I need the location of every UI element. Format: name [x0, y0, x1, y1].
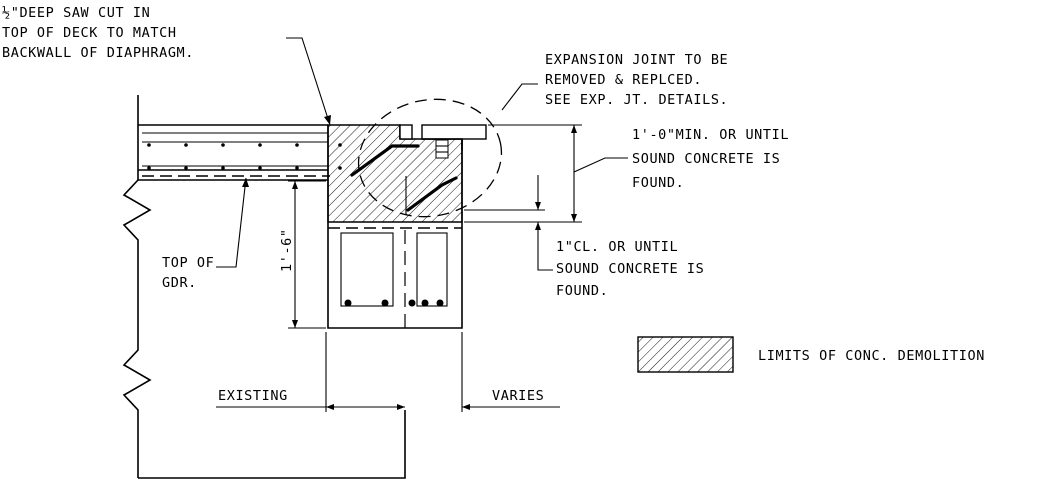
- dimension-existing: [216, 332, 560, 412]
- note-top-of-girder: TOP OF GDR.: [162, 255, 214, 291]
- expansion-joint: [350, 124, 487, 215]
- note-min-depth: 1'-0"MIN. OR UNTIL SOUND CONCRETE IS FOU…: [632, 127, 789, 191]
- dimension-existing-label: EXISTING: [218, 388, 288, 404]
- note-top-of-girder-line-1: TOP OF: [162, 255, 214, 271]
- dimension-varies-label: VARIES: [492, 388, 544, 404]
- note-top-of-girder-line-2: GDR.: [162, 275, 197, 291]
- note-saw-cut: ½"DEEP SAW CUT IN TOP OF DECK TO MATCH B…: [2, 5, 194, 61]
- diaphragm: [327, 125, 463, 330]
- note-expansion-joint-line-1: EXPANSION JOINT TO BE: [545, 52, 728, 68]
- dimension-height-label: 1'-6": [279, 228, 295, 272]
- note-clearance-line-1: 1"CL. OR UNTIL: [556, 239, 678, 255]
- legend-label: LIMITS OF CONC. DEMOLITION: [758, 348, 985, 364]
- note-saw-cut-line-2: TOP OF DECK TO MATCH: [2, 25, 177, 41]
- legend: LIMITS OF CONC. DEMOLITION: [637, 336, 985, 373]
- note-min-depth-line-1: 1'-0"MIN. OR UNTIL: [632, 127, 789, 143]
- note-expansion-joint-line-3: SEE EXP. JT. DETAILS.: [545, 92, 728, 108]
- dimension-clearance: [464, 175, 553, 271]
- leader-top-of-girder: [216, 177, 249, 268]
- note-expansion-joint-line-2: REMOVED & REPLCED.: [545, 72, 702, 88]
- note-clearance: 1"CL. OR UNTIL SOUND CONCRETE IS FOUND.: [556, 239, 704, 299]
- note-expansion-joint: EXPANSION JOINT TO BE REMOVED & REPLCED.…: [545, 52, 728, 108]
- note-clearance-line-3: FOUND.: [556, 283, 608, 299]
- legend-hatch-swatch: [637, 336, 734, 373]
- deck-slab: [138, 124, 330, 181]
- note-saw-cut-line-1: ½"DEEP SAW CUT IN: [2, 5, 150, 21]
- detail-callout-ellipse: [357, 98, 503, 218]
- leader-expansion-joint: [501, 83, 538, 111]
- dimension-height: [288, 180, 326, 329]
- dimension-min-depth: [488, 124, 628, 223]
- note-min-depth-line-3: FOUND.: [632, 175, 684, 191]
- note-clearance-line-2: SOUND CONCRETE IS: [556, 261, 704, 277]
- note-saw-cut-line-3: BACKWALL OF DIAPHRAGM.: [2, 45, 194, 61]
- girder-web: [122, 95, 406, 479]
- deck-rebar-dots: [147, 143, 342, 170]
- leader-saw-cut: [286, 37, 331, 126]
- note-min-depth-line-2: SOUND CONCRETE IS: [632, 151, 780, 167]
